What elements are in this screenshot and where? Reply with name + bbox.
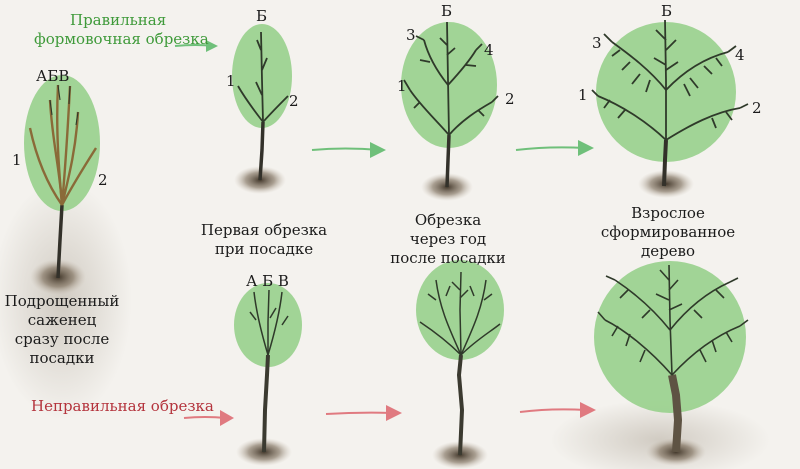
marker-1: 1 [226,72,236,90]
caption-line: Подрощенный [4,292,120,310]
tree-wrong-first [234,283,302,466]
marker-abv: АБВ [36,67,70,85]
arrow-head [206,40,218,52]
arrow-head [580,402,596,418]
caption-line: Первая обрезка [200,221,328,239]
trunk [262,354,270,453]
caption-line: сформированное [600,223,736,241]
arrow-line [519,408,587,413]
marker-b: Б [441,2,453,20]
caption-line: саженец [27,311,97,329]
caption-line: дерево [640,242,696,260]
marker-1: 1 [578,86,588,104]
trunk [258,121,265,181]
marker-4: 4 [484,41,494,59]
stage0-caption: Подрощенный саженец сразу после посадки [2,292,122,368]
branches [237,31,289,123]
marker-a-b-v: А Б В [246,272,289,290]
caption-line: при посадке [214,240,314,258]
background-shadow [0,180,132,420]
marker-3: 3 [592,34,602,52]
crown [24,75,100,211]
arrow-head [578,140,594,156]
wrong-pruning-label: Неправильная обрезка [31,397,214,415]
branches [403,21,499,136]
arrow-line [515,146,586,151]
wrong-arrows [183,402,596,426]
marker-2: 2 [289,92,299,110]
marker-2: 2 [752,99,762,117]
caption-line: Обрезка [414,211,482,229]
arrow-head [370,142,386,158]
background-shadow [550,400,770,469]
arrow-line [311,147,381,151]
tree-adult-wrong [594,261,749,466]
marker-3: 3 [406,26,416,44]
arrow-line [183,416,227,419]
branches [419,271,501,356]
tree-first-pruning [232,24,292,194]
marker-b: Б [256,7,268,25]
stage1-caption: Первая обрезка при посадке [196,221,332,259]
correct-arrows [174,40,594,158]
caption-line: сразу после [14,330,110,348]
trunk [56,204,64,279]
branches [597,264,749,376]
caption-line: посадки [29,349,95,367]
branches [249,289,289,356]
tree-seedling [24,75,100,295]
stage2-caption: Обрезка через год после посадки [380,211,516,268]
caption-line: Взрослое [631,204,705,222]
caption-line: после посадки [390,249,506,267]
tree-wrong-second [416,260,504,469]
marker-1: 1 [397,77,407,95]
trunk [668,374,683,453]
marker-b: Б [661,2,673,20]
correct-pruning-label-line2: формовочная обрезка [34,30,209,48]
stage3-caption: Взрослое сформированное дерево [588,204,748,261]
arrow-head [386,405,402,421]
correct-pruning-label-line1: Правильная [70,11,167,29]
trunk [456,354,465,456]
marker-2: 2 [98,171,108,189]
branches [28,84,98,206]
marker-4: 4 [735,46,745,64]
branches [591,19,749,141]
tree-second-pruning [401,21,499,201]
trunk [445,134,451,188]
tree-adult-correct [591,19,749,198]
marker-2: 2 [505,90,515,108]
marker-1: 1 [12,151,22,169]
arrow-line [325,411,395,415]
arrow-head [220,410,234,426]
caption-line: через год [409,230,487,248]
trunk [662,139,668,187]
